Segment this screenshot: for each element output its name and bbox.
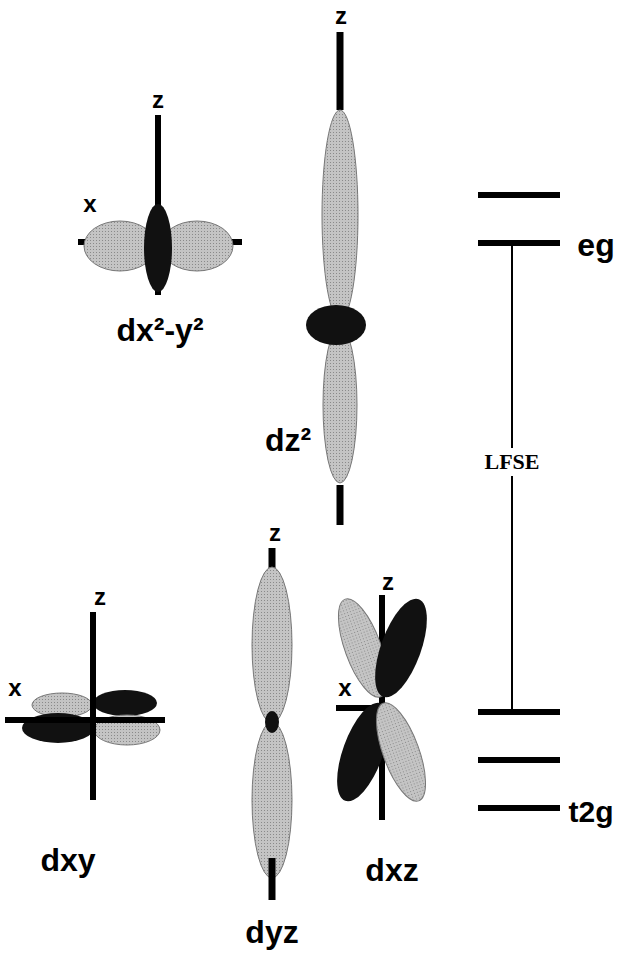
- energy-levels: [478, 195, 560, 808]
- level-label: eg: [577, 229, 614, 261]
- dyz-orbital: [252, 548, 292, 900]
- axis-label: z: [152, 88, 164, 112]
- orbital-name: dyz: [245, 916, 298, 948]
- dxz-orbital: [326, 592, 437, 820]
- axis-label: z: [335, 4, 347, 28]
- energy-label: LFSE: [482, 448, 541, 476]
- dx2-y2-orbital: [78, 115, 242, 295]
- orbital-name: dx²-y²: [116, 314, 203, 346]
- dxy-orbital: [5, 612, 165, 800]
- axis-label: z: [269, 521, 281, 545]
- axis-label: z: [94, 585, 106, 609]
- orbital-name: dxz: [365, 854, 418, 886]
- orbital-name: dxy: [40, 844, 95, 876]
- level-label: t2g: [569, 797, 614, 827]
- axis-label: z: [382, 570, 394, 594]
- axis-label: x: [83, 192, 96, 216]
- dz2-orbital: [306, 32, 366, 525]
- orbital-name: dz²: [265, 424, 311, 456]
- axis-label: x: [8, 676, 21, 700]
- axis-label: x: [336, 673, 353, 703]
